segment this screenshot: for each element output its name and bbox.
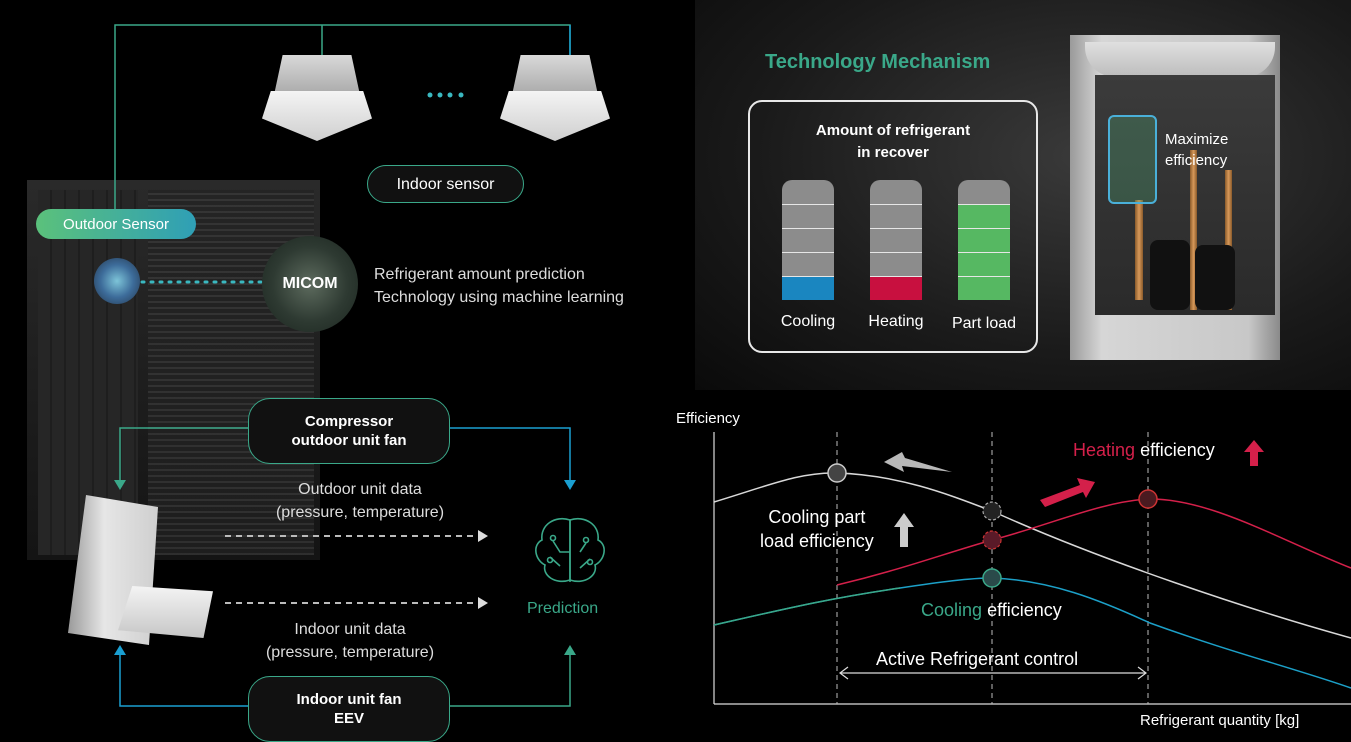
marker-cooling-peak <box>982 568 1002 588</box>
sensor-chip-icon <box>94 258 140 304</box>
photo-label-line1: Maximize <box>1165 131 1229 148</box>
tank-label: Cooling <box>780 313 836 330</box>
curve-markers <box>827 463 1158 588</box>
copper-pipe <box>1225 170 1232 310</box>
copper-pipe <box>1190 150 1197 310</box>
heating-efficiency-annotation: Heating efficiency <box>1073 440 1215 461</box>
compressor-fan-pill: Compressor outdoor unit fan <box>248 398 450 464</box>
unit-fan-top <box>1085 42 1275 77</box>
tank-fill <box>870 276 922 300</box>
indoor-data-line2: (pressure, temperature) <box>265 644 435 661</box>
outdoor-sensor-label: Outdoor Sensor <box>36 209 196 239</box>
photo-label-line2: efficiency <box>1165 152 1228 169</box>
cooling-efficiency-annotation: Cooling efficiency <box>921 600 1062 621</box>
heating-rest: efficiency <box>1140 440 1215 460</box>
micom-desc-line1: Refrigerant amount prediction <box>374 266 585 283</box>
legend-title: Amount of refrigerant in recover <box>748 120 1038 164</box>
prediction-label: Prediction <box>527 600 599 617</box>
marker-cooling-part-peak <box>827 463 847 483</box>
micom-desc-line2: Technology using machine learning <box>374 289 624 306</box>
indoor-fan-line2: EEV <box>333 710 364 727</box>
tech-title: Technology Mechanism <box>765 51 991 73</box>
red-arrow-icon <box>1040 478 1095 507</box>
cooling-part-load-annotation: Cooling part load efficiency <box>760 505 874 553</box>
outdoor-data-line2: (pressure, temperature) <box>275 504 445 521</box>
indoor-cassette-unit <box>262 55 372 141</box>
cooling-part-line1: Cooling part <box>768 507 866 527</box>
y-axis-label: Efficiency <box>676 410 740 427</box>
micom-chip: MICOM <box>262 236 358 332</box>
marker-gray-mid <box>982 501 1002 521</box>
maximize-efficiency-label: Maximize efficiency <box>1165 129 1228 171</box>
heating-up-arrow-icon <box>1244 440 1264 466</box>
compressor-line2: outdoor unit fan <box>291 432 407 449</box>
compressor-part <box>1195 245 1235 310</box>
marker-red-mid <box>982 530 1002 550</box>
refrigerant-tank <box>958 180 1010 300</box>
legend-title-line2: in recover <box>857 144 929 161</box>
heating-efficiency-curve <box>836 498 1351 586</box>
cooling-curve-green-segment <box>713 587 901 626</box>
cooling-part-line2: load efficiency <box>760 531 874 551</box>
outdoor-unit-data: Outdoor unit data (pressure, temperature… <box>255 478 465 524</box>
indoor-unit-data: Indoor unit data (pressure, temperature) <box>240 618 460 664</box>
indoor-data-line1: Indoor unit data <box>294 621 406 638</box>
refrigerant-legend-box <box>748 100 1038 353</box>
efficiency-highlight <box>1108 115 1157 204</box>
heating-word: Heating <box>1073 440 1136 460</box>
indoor-fan-line1: Indoor unit fan <box>296 691 402 708</box>
cooling-part-load-curve <box>713 472 1351 639</box>
refrigerant-tank <box>782 180 834 300</box>
brain-icon <box>535 518 605 583</box>
compressor-line1: Compressor <box>304 413 394 430</box>
indoor-cassette-unit <box>500 55 610 141</box>
tank-label: Heating <box>868 313 924 330</box>
cooling-word: Cooling <box>921 600 983 620</box>
left-arrow-icon <box>884 452 952 472</box>
cooling-rest: efficiency <box>987 600 1062 620</box>
outdoor-data-line1: Outdoor unit data <box>298 481 422 498</box>
cooling-part-up-arrow-icon <box>894 513 914 547</box>
active-refrigerant-control-label: Active Refrigerant control <box>876 649 1079 669</box>
outdoor-unit-panel <box>38 190 138 555</box>
indoor-sensor-label: Indoor sensor <box>367 165 524 203</box>
x-axis-label: Refrigerant quantity [kg] <box>1140 712 1300 729</box>
indoor-unit-product <box>118 586 213 638</box>
legend-title-line1: Amount of refrigerant <box>815 122 971 139</box>
tank-label: Part load <box>951 315 1017 332</box>
tank-fill <box>782 276 834 300</box>
micom-description: Refrigerant amount prediction Technology… <box>374 263 624 309</box>
marker-heating-peak <box>1138 489 1158 509</box>
cooling-efficiency-curve <box>713 577 1351 689</box>
copper-pipe <box>1135 200 1143 300</box>
compressor-part <box>1150 240 1190 310</box>
micom-label: MICOM <box>282 275 338 292</box>
refrigerant-tank <box>870 180 922 300</box>
